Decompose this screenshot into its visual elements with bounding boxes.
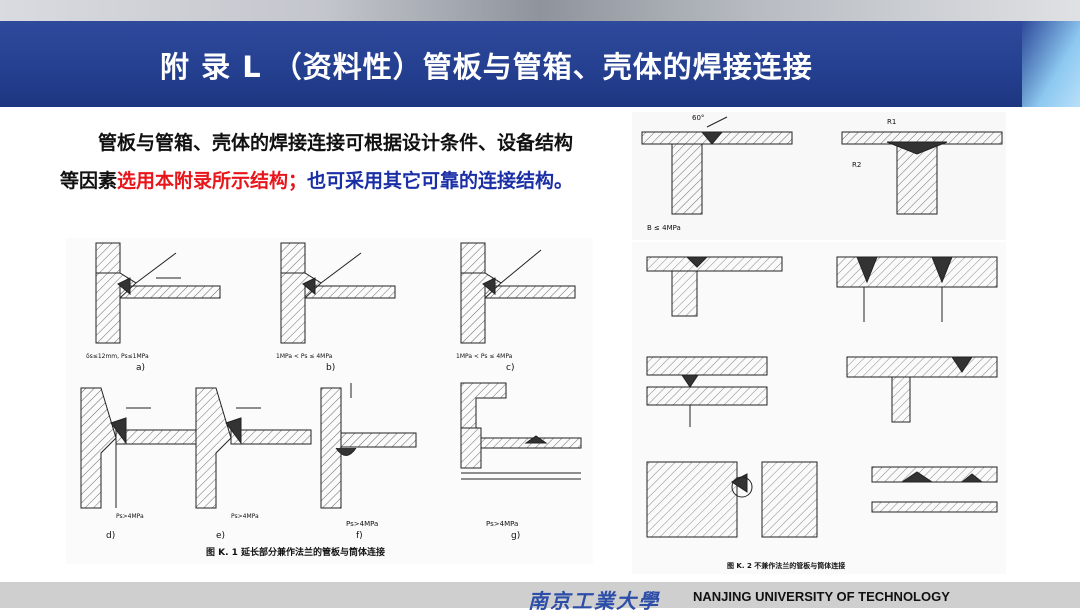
k2-panel-h xyxy=(871,466,998,513)
intro-text: 管板与管箱、壳体的焊接连接可根据设计条件、设备结构等因素 xyxy=(60,132,574,192)
k2-top-left xyxy=(641,116,793,215)
figure-k2-drawing: 图 K. 2 不兼作法兰的管板与筒体连接 xyxy=(646,256,998,570)
title-bar xyxy=(0,21,1080,107)
university-name: NANJING UNIVERSITY OF TECHNOLOGY xyxy=(693,589,950,604)
slide-title: 附 录 L （资料性）管板与管箱、壳体的焊接连接 xyxy=(160,50,813,84)
panel-a-note: δs≤12mm, Ps≤1MPa xyxy=(86,353,149,360)
panel-c-label: c) xyxy=(506,363,514,373)
panel-g-note: Ps>4MPa xyxy=(486,520,518,528)
figure-k1: δs≤12mm, Ps≤1MPa a) 1MPa < Ps ≤ 4MPa b) … xyxy=(66,238,593,564)
k2-panel-g xyxy=(646,461,818,538)
k2-panel-e xyxy=(646,356,768,427)
k2-r1-label: R1 xyxy=(887,118,896,126)
panel-a-label: a) xyxy=(136,363,145,373)
k2-angle-label: 60° xyxy=(692,114,704,122)
panel-c-note: 1MPa < Ps ≤ 4MPa xyxy=(456,353,513,360)
panel-b-label: b) xyxy=(326,363,335,373)
k2-r2-label: R2 xyxy=(852,161,861,169)
k2-top-right xyxy=(841,131,1003,215)
footer-bar xyxy=(0,582,1080,608)
panel-d xyxy=(80,387,197,509)
panel-g xyxy=(460,382,582,480)
panel-d-note: Ps>4MPa xyxy=(116,513,144,520)
figure-k1-drawing: δs≤12mm, Ps≤1MPa a) 1MPa < Ps ≤ 4MPa b) … xyxy=(80,242,582,558)
title-accent xyxy=(1022,21,1080,107)
k2-pressure-note: B ≤ 4MPa xyxy=(647,224,681,232)
figure-k2-caption: 图 K. 2 不兼作法兰的管板与筒体连接 xyxy=(727,561,845,570)
panel-d-label: d) xyxy=(106,531,115,541)
k2-panel-d xyxy=(836,256,998,322)
panel-g-label: g) xyxy=(511,531,520,541)
panel-f xyxy=(320,383,417,509)
panel-e-note: Ps>4MPa xyxy=(231,513,259,520)
figure-k2-top-drawing: 60° B ≤ 4MPa R1 R2 xyxy=(641,114,1003,232)
panel-b-note: 1MPa < Ps ≤ 4MPa xyxy=(276,353,333,360)
intro-paragraph: 管板与管箱、壳体的焊接连接可根据设计条件、设备结构等因素选用本附录所示结构；也可… xyxy=(60,124,580,200)
panel-e-label: e) xyxy=(216,531,225,541)
panel-f-note: Ps>4MPa xyxy=(346,520,378,528)
figure-k2: 图 K. 2 不兼作法兰的管板与筒体连接 xyxy=(632,242,1006,574)
panel-f-label: f) xyxy=(356,531,363,541)
intro-highlight-blue: 也可采用其它可靠的连接结构。 xyxy=(307,170,574,192)
figure-k2-top: 60° B ≤ 4MPa R1 R2 xyxy=(632,112,1006,240)
panel-c xyxy=(460,242,576,344)
k2-panel-f xyxy=(846,356,998,423)
university-logo: 南京工業大學 xyxy=(528,589,660,613)
panel-b xyxy=(280,242,396,344)
k2-panel-c xyxy=(646,256,783,317)
panel-e xyxy=(195,387,312,509)
intro-highlight-red: 选用本附录所示结构； xyxy=(117,170,308,192)
figure-k1-caption: 图 K. 1 延长部分兼作法兰的管板与筒体连接 xyxy=(206,546,385,558)
panel-a xyxy=(95,242,221,344)
